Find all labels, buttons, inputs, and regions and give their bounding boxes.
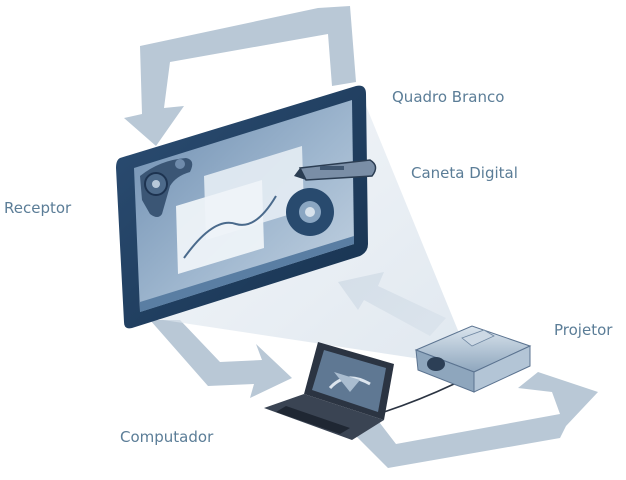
screen-curve [183, 195, 277, 259]
receiver-label: Receptor [4, 199, 72, 217]
projector-label: Projetor [554, 321, 613, 339]
whiteboard [116, 85, 368, 329]
laptop-to-projector-arrow [350, 372, 598, 468]
laptop-base [264, 394, 384, 440]
screen-wheel-center [305, 207, 315, 217]
board-to-laptop-arrow [150, 320, 292, 398]
digital-pen-icon [294, 159, 377, 181]
projector-lens [427, 357, 445, 371]
digital-pen-label: Caneta Digital [411, 164, 518, 182]
top-arrow [124, 6, 356, 146]
computer-label: Computador [120, 428, 214, 446]
whiteboard-label: Quadro Branco [392, 88, 505, 106]
receiver-icon [140, 158, 193, 217]
projector-icon [414, 325, 532, 393]
screen-taskbar [140, 236, 354, 312]
projector-side [473, 345, 531, 393]
screen-window-front [176, 180, 264, 274]
laptop-icon [264, 342, 467, 440]
